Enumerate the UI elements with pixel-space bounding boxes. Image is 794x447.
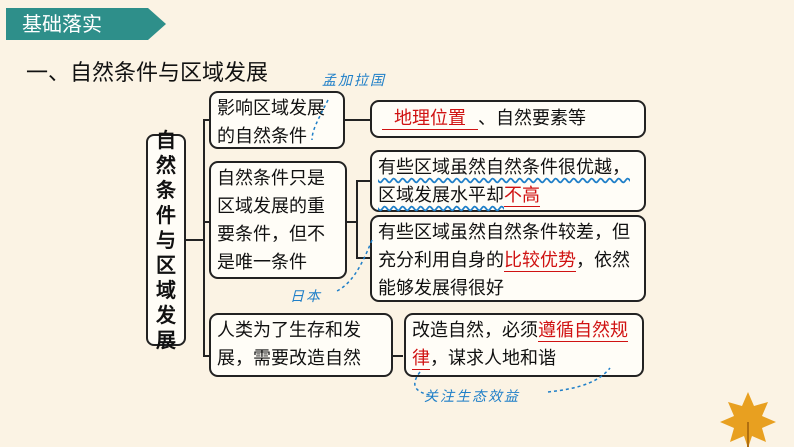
arrow-dashed <box>547 367 611 393</box>
arrow-dashed <box>334 239 373 293</box>
branch1-leaf-rest: 、自然要素等 <box>478 108 586 129</box>
page-subtitle: 一、自然条件与区域发展 <box>26 61 269 86</box>
branch2-leaf1: 有些区域虽然自然条件很优越，区域发展水平却不高 <box>370 150 646 212</box>
connector <box>347 221 357 223</box>
branch2-leaf2-text-a: 有些区域虽然自然条件较差，但充分利用自身的 <box>378 222 630 271</box>
section-header: 基础落实 <box>6 8 166 40</box>
branch2-leaf1-text: 有些区域虽然自然条件很优越，区域发展水平却 <box>378 157 630 206</box>
answer-blank: 比较优势 <box>504 250 576 272</box>
branch3-leaf: 改造自然，必须遵循自然规律，谋求人地和谐 <box>404 313 644 377</box>
branch2-leaf2: 有些区域虽然自然条件较差，但充分利用自身的比较优势，依然能够发展得很好 <box>370 215 646 302</box>
root-char: 条 <box>156 177 176 202</box>
connector <box>203 355 210 357</box>
branch3-leaf-text-b: ，谋求人地和谐 <box>430 348 556 369</box>
connector <box>356 180 358 258</box>
branch3-node-text: 人类为了生存和发展，需要改造自然 <box>217 320 361 369</box>
connector <box>203 221 210 223</box>
branch2-node-text: 自然条件只是区域发展的重要条件，但不是唯一条件 <box>217 168 325 273</box>
root-char: 自 <box>156 127 176 152</box>
handwritten-note: 孟加拉国 <box>322 73 386 89</box>
root-char: 件 <box>156 202 176 227</box>
root-char: 与 <box>156 227 176 252</box>
root-node: 自 然 条 件 与 区 域 发 展 <box>146 128 186 352</box>
branch1-node: 影响区域发展的自然条件 <box>209 91 345 149</box>
connector <box>356 180 370 182</box>
root-char: 发 <box>156 302 176 327</box>
handwritten-note: 关注生态效益 <box>424 389 520 405</box>
root-char: 然 <box>156 152 176 177</box>
branch1-node-text: 影响区域发展的自然条件 <box>217 98 325 147</box>
arrow-dashed <box>414 371 431 396</box>
answer-blank: 地理位置 <box>382 108 478 130</box>
connector <box>203 119 210 121</box>
connector <box>203 119 205 356</box>
root-char: 展 <box>156 327 176 352</box>
root-char: 域 <box>156 277 176 302</box>
root-char: 区 <box>156 252 176 277</box>
arrow-dashed <box>311 99 329 141</box>
connector <box>356 257 370 259</box>
handwritten-note: 日本 <box>290 289 322 305</box>
branch2-leaf2-text-b: ，依然能够发展得很好 <box>378 250 630 299</box>
branch3-leaf-text-a: 改造自然，必须 <box>412 320 538 341</box>
branch3-node: 人类为了生存和发展，需要改造自然 <box>209 313 393 377</box>
connector <box>186 239 204 241</box>
connector <box>345 119 371 121</box>
answer-blank: 遵循自然规律 <box>412 320 628 370</box>
answer-blank: 不高 <box>504 185 540 207</box>
maple-leaf-icon <box>720 392 776 447</box>
branch2-node: 自然条件只是区域发展的重要条件，但不是唯一条件 <box>209 161 347 279</box>
connector <box>393 355 403 357</box>
branch1-leaf: 地理位置、自然要素等 <box>370 100 646 138</box>
